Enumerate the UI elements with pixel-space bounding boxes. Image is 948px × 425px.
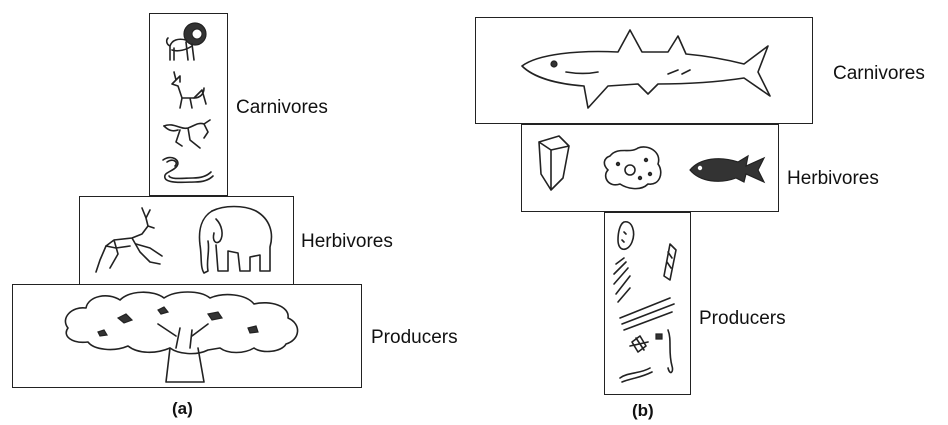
small-fish-icon [688,152,768,188]
tree-icon [58,288,308,386]
pyramid-a-producers-label: Producers [371,327,458,349]
lion-icon [164,20,212,66]
deer-icon [92,204,168,278]
amoeba-icon [600,144,666,192]
fox-icon [160,112,214,152]
pyramid-b-producers-label: Producers [699,308,786,330]
pyramid-b-carnivores-label: Carnivores [833,63,925,85]
elephant-icon [194,205,276,277]
pyramid-a-herbivores-label: Herbivores [301,231,393,253]
pyramid-a-caption: (a) [172,399,193,419]
wolf-icon [164,68,210,112]
algae-cells-icon [610,218,686,388]
shark-icon [518,24,774,116]
pyramid-b-herbivores-label: Herbivores [787,168,879,190]
protozoan-shell-icon [533,134,573,192]
pyramid-a-carnivores-label: Carnivores [236,97,328,119]
pyramid-b-caption: (b) [632,401,654,421]
snake-icon [157,152,217,190]
